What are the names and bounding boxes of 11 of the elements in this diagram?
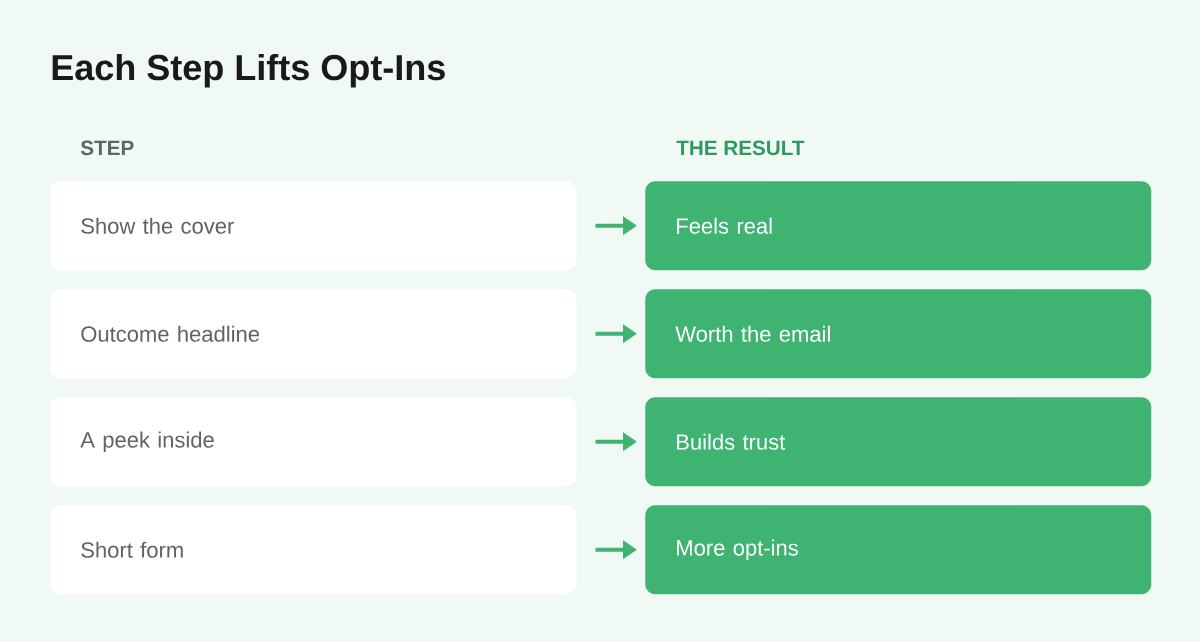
step-box: A peek inside xyxy=(50,397,577,487)
step-box: Show the cover xyxy=(50,181,577,271)
column-header: STEP xyxy=(80,140,134,156)
result-box: Worth the email xyxy=(645,289,1152,379)
step-box: Short form xyxy=(50,505,577,595)
result-box: More opt-ins xyxy=(645,505,1152,595)
result-box: Feels real xyxy=(645,181,1152,271)
step-box: Outcome headline xyxy=(50,289,577,379)
column-header: THE RESULT xyxy=(676,140,805,156)
result-box: Builds trust xyxy=(645,397,1152,487)
title: Each Step Lifts Opt-Ins xyxy=(52,53,445,88)
